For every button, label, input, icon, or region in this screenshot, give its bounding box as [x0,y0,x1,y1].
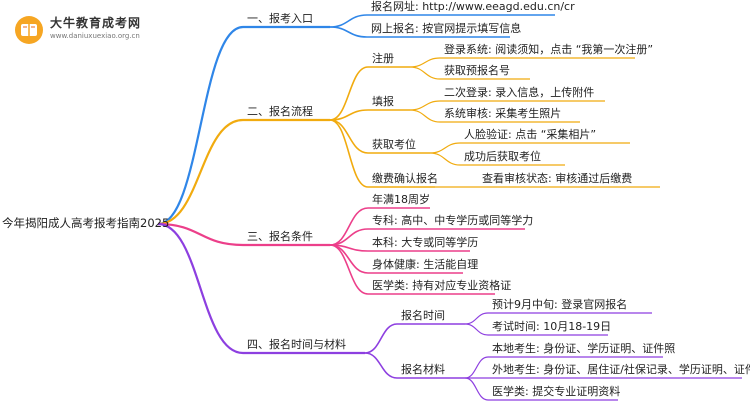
topic-connector [364,352,398,379]
topic-label: 网上报名: 按官网提示填写信息 [371,22,522,35]
branch-label: 二、报名流程 [247,105,313,118]
subtopic-label: 本地考生: 身份证、学历证明、证件照 [492,342,676,355]
subtopic-connector [429,142,461,154]
topic-connector [329,66,369,121]
topic-label: 年满18周岁 [372,193,430,206]
subtopic-connector [409,100,441,111]
subtopic-label: 外地考生: 身份证、居住证/社保记录、学历证明、证件照 [492,363,750,376]
topic-connector [364,323,398,354]
branch-connector [157,118,244,226]
topic-label: 报名时间 [401,309,445,322]
topic-connector [329,14,368,28]
topic-connector [329,119,369,188]
topic-label: 专科: 高中、中专学历或同等学力 [372,214,534,227]
subtopic-connector [464,312,489,325]
subtopic-label: 预计9月中旬: 登录官网报名 [492,298,628,311]
site-logo: 大牛教育成考网 www.daniuxuexiao.org.cn [14,13,164,47]
branch-connector [157,222,244,247]
topic-label: 报名材料 [401,363,445,376]
subtopic-connector [429,152,461,166]
topic-connector [329,244,369,295]
topic-connector [329,207,369,246]
topic-label: 医学类: 持有对应专业资格证 [372,279,512,292]
logo-url: www.daniuxuexiao.org.cn [50,32,140,40]
branch-label: 三、报名条件 [247,230,313,243]
subtopic-connector [409,57,441,68]
subtopic-connector [409,109,441,123]
branch-label: 一、报考入口 [247,12,313,25]
subtopic-connector [464,323,489,336]
branch-label: 四、报名时间与材料 [247,338,346,351]
subtopic-connector [464,356,489,379]
topic-connector [329,228,369,246]
logo-title: 大牛教育成考网 [50,16,142,30]
book-icon [15,16,43,44]
topic-connector [329,109,369,121]
branch-connector [157,222,244,355]
topic-connector [329,26,368,38]
topic-label: 报名网址: http://www.eeagd.edu.cn/cr [371,0,575,13]
topic-connector [329,119,369,154]
topic-label: 缴费确认报名 [372,172,438,185]
topic-label: 注册 [372,52,394,65]
subtopic-label: 成功后获取考位 [464,150,541,163]
subtopic-label: 登录系统: 阅读须知，点击 “我第一次注册” [444,43,654,56]
subtopic-label: 获取预报名号 [444,64,510,77]
subtopic-label: 人脸验证: 点击 “采集相片” [464,128,597,141]
subtopic-label: 二次登录: 录入信息，上传附件 [444,86,595,99]
topic-label: 填报 [372,95,394,108]
root-topic: 今年揭阳成人高考报考指南2025 [2,216,170,230]
subtopic-label: 考试时间: 10月18-19日 [492,320,612,333]
subtopic-connector [409,66,441,80]
subtopic-label: 系统审核: 采集考生照片 [444,107,562,120]
branch-connector [157,25,244,226]
subtopic-connector [464,377,489,401]
subtopic-label: 医学类: 提交专业证明资料 [492,385,621,398]
topic-label: 获取考位 [372,138,416,151]
topic-label: 身体健康: 生活能自理 [372,258,479,271]
subtopic-label: 查看审核状态: 审核通过后缴费 [482,172,633,185]
topic-label: 本科: 大专或同等学历 [372,236,479,249]
